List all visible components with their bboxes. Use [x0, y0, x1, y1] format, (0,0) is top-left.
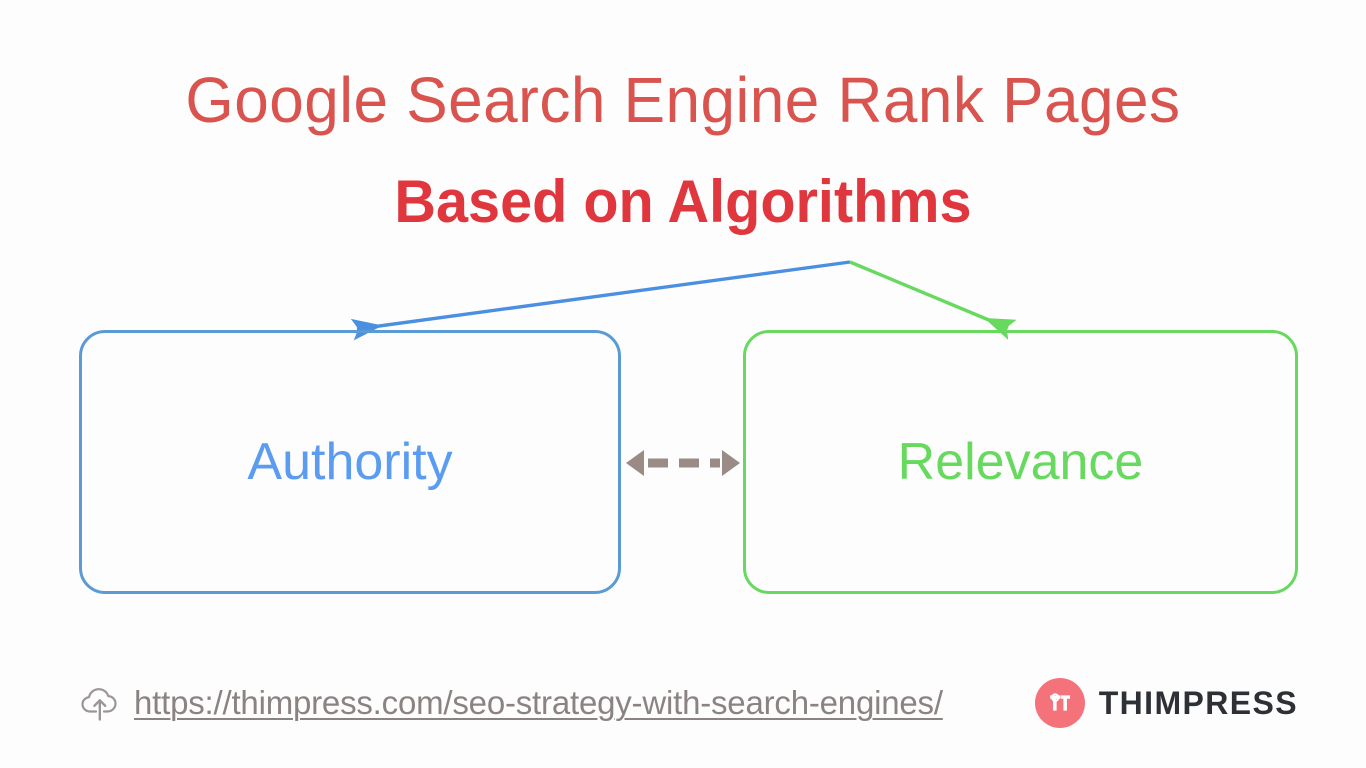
concept-node-authority-label: Authority: [247, 433, 453, 491]
arrow-to-authority: [350, 260, 851, 341]
concept-node-relevance[interactable]: Relevance: [743, 330, 1298, 594]
concept-node-relevance-label: Relevance: [897, 433, 1144, 491]
page-title: Google Search Engine Rank Pages: [185, 64, 1181, 136]
source-url-text[interactable]: https://thimpress.com/seo-strategy-with-…: [134, 684, 943, 721]
source-link[interactable]: https://thimpress.com/seo-strategy-with-…: [80, 672, 943, 734]
bidirectional-dashed-arrow-icon: [626, 450, 740, 476]
concept-node-authority[interactable]: Authority: [79, 330, 621, 594]
arrow-to-relevance: [849, 260, 1017, 340]
page-subtitle: Based on Algorithms: [394, 168, 972, 235]
thimpress-mark-icon: [1034, 678, 1085, 728]
footer: https://thimpress.com/seo-strategy-with-…: [0, 672, 1366, 740]
thimpress-wordmark: THIMPRESS: [1098, 685, 1298, 721]
cloud-upload-icon: [81, 688, 117, 721]
thimpress-logo[interactable]: THIMPRESS: [1034, 676, 1298, 730]
